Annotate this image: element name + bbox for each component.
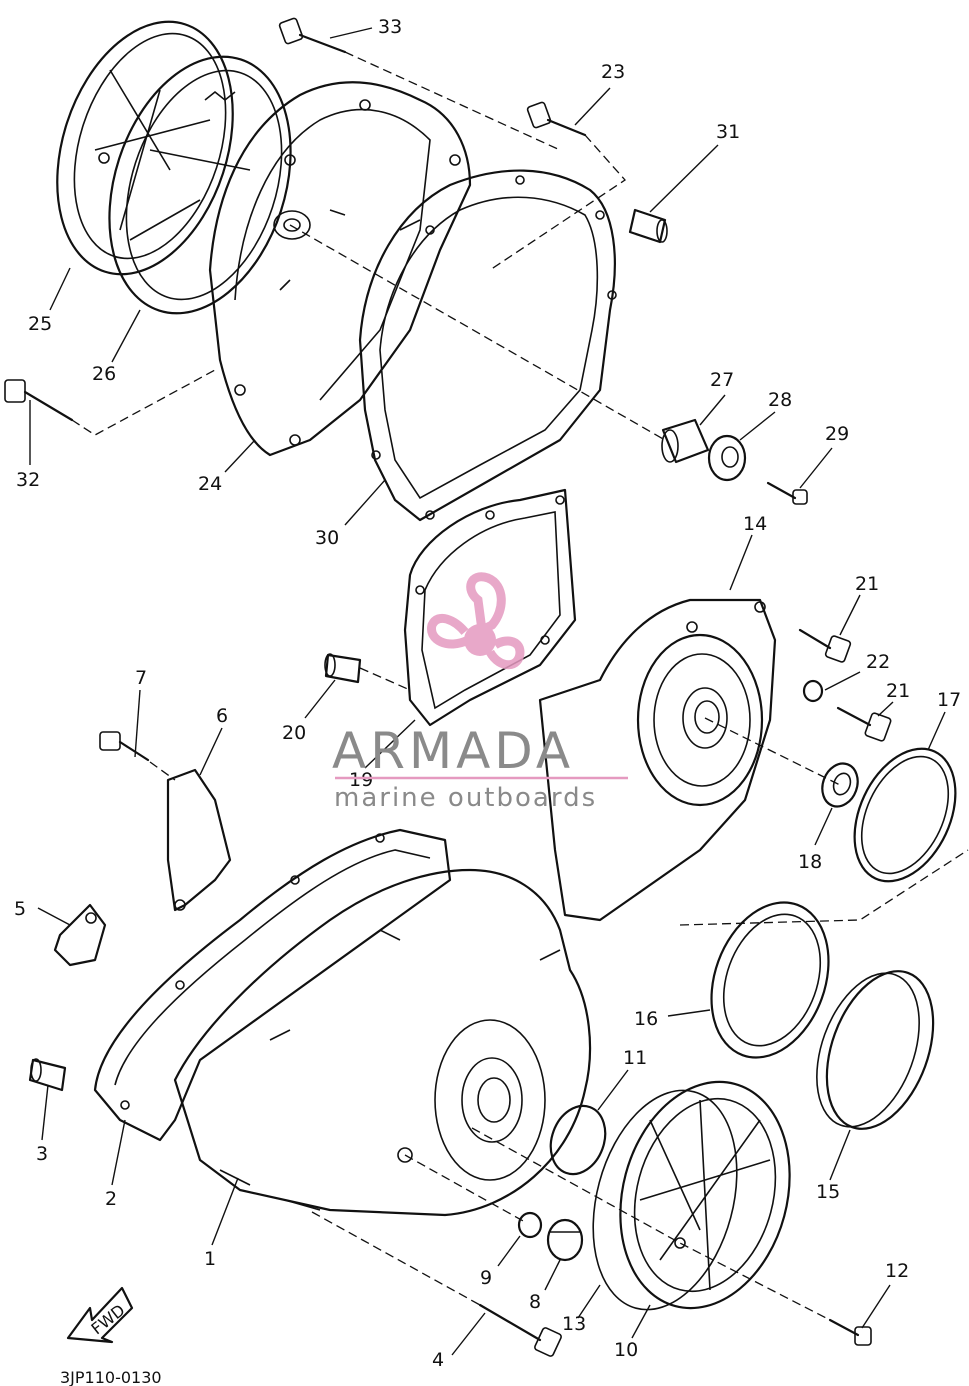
callout-31: 31 [716, 121, 740, 143]
callout-2: 2 [105, 1188, 117, 1210]
part-11-o-ring [549, 1104, 607, 1176]
callout-26: 26 [92, 363, 116, 385]
part-27-collar [661, 418, 710, 464]
callout-12: 12 [885, 1260, 909, 1282]
part-18-seal [821, 762, 859, 808]
part-10-cover [619, 1080, 791, 1310]
callout-16: 16 [634, 1008, 658, 1030]
part-19-gasket [403, 488, 577, 727]
callout-25: 25 [28, 313, 52, 335]
callout-29: 29 [825, 423, 849, 445]
part-17-ring [853, 747, 957, 883]
part-33-bolt [278, 17, 347, 54]
callout-9: 9 [480, 1267, 492, 1289]
callout-14: 14 [743, 513, 767, 535]
part-21-bolt-upper [798, 628, 852, 663]
callout-labels: 1 2 3 4 5 6 7 8 9 10 11 12 13 14 15 16 1… [14, 16, 961, 1371]
callout-6: 6 [216, 705, 228, 727]
callout-18: 18 [798, 851, 822, 873]
callout-21-lower: 21 [886, 680, 910, 702]
callout-32: 32 [16, 469, 40, 491]
part-16-ring [710, 901, 830, 1059]
part-15-cap [816, 970, 935, 1130]
callout-20: 20 [282, 722, 306, 744]
callout-21-upper: 21 [855, 573, 879, 595]
drawing-code: 3JP110-0130 [60, 1368, 162, 1386]
callout-19: 19 [349, 769, 373, 791]
part-13-ring [592, 1089, 738, 1311]
part-32-bolt [4, 379, 74, 422]
part-20-dowel [324, 653, 362, 684]
callout-8: 8 [529, 1291, 541, 1313]
fwd-arrow: FWD [66, 1286, 134, 1344]
callout-11: 11 [623, 1047, 647, 1069]
part-2-gasket [93, 828, 452, 1142]
part-22-o-ring [802, 679, 824, 703]
watermark-title: ARMADA [332, 722, 574, 780]
callout-7: 7 [135, 667, 147, 689]
alignment-lines [71, 51, 969, 1321]
callout-4: 4 [432, 1349, 444, 1371]
part-21-bolt-lower [836, 706, 892, 742]
part-8-plug [546, 1218, 584, 1262]
part-9-o-ring [517, 1211, 543, 1239]
watermark-subtitle: marine outboards [334, 783, 597, 813]
propeller-logo-icon [427, 572, 525, 670]
callout-22: 22 [866, 651, 890, 673]
callout-10: 10 [614, 1339, 638, 1361]
part-24-housing [208, 81, 472, 457]
callout-30: 30 [315, 527, 339, 549]
callout-15: 15 [816, 1181, 840, 1203]
part-31-dowel [628, 208, 668, 244]
part-5-clip [53, 903, 107, 967]
part-26-gasket [108, 55, 292, 315]
callout-23: 23 [601, 61, 625, 83]
callout-1: 1 [204, 1248, 216, 1270]
part-28-seal [707, 434, 747, 482]
callout-28: 28 [768, 389, 792, 411]
callout-13: 13 [562, 1313, 586, 1335]
part-4-bolt [478, 1303, 562, 1357]
part-1-cover [173, 868, 592, 1217]
part-6-bracket [166, 768, 232, 912]
callout-24: 24 [198, 473, 222, 495]
callout-17: 17 [937, 689, 961, 711]
callout-3: 3 [36, 1143, 48, 1165]
callout-27: 27 [710, 369, 734, 391]
part-30-gasket [358, 169, 617, 522]
part-3-dowel [28, 1058, 67, 1092]
callout-33: 33 [378, 16, 402, 38]
part-29-screw [766, 481, 808, 505]
part-14-cover [538, 598, 777, 922]
part-23-bolt [526, 101, 587, 137]
part-7-bolt [99, 731, 150, 762]
part-25-cover [56, 20, 234, 276]
callout-5: 5 [14, 898, 26, 920]
armada-watermark: ARMADA marine outboards [332, 572, 628, 813]
leader-lines [29, 27, 946, 1356]
